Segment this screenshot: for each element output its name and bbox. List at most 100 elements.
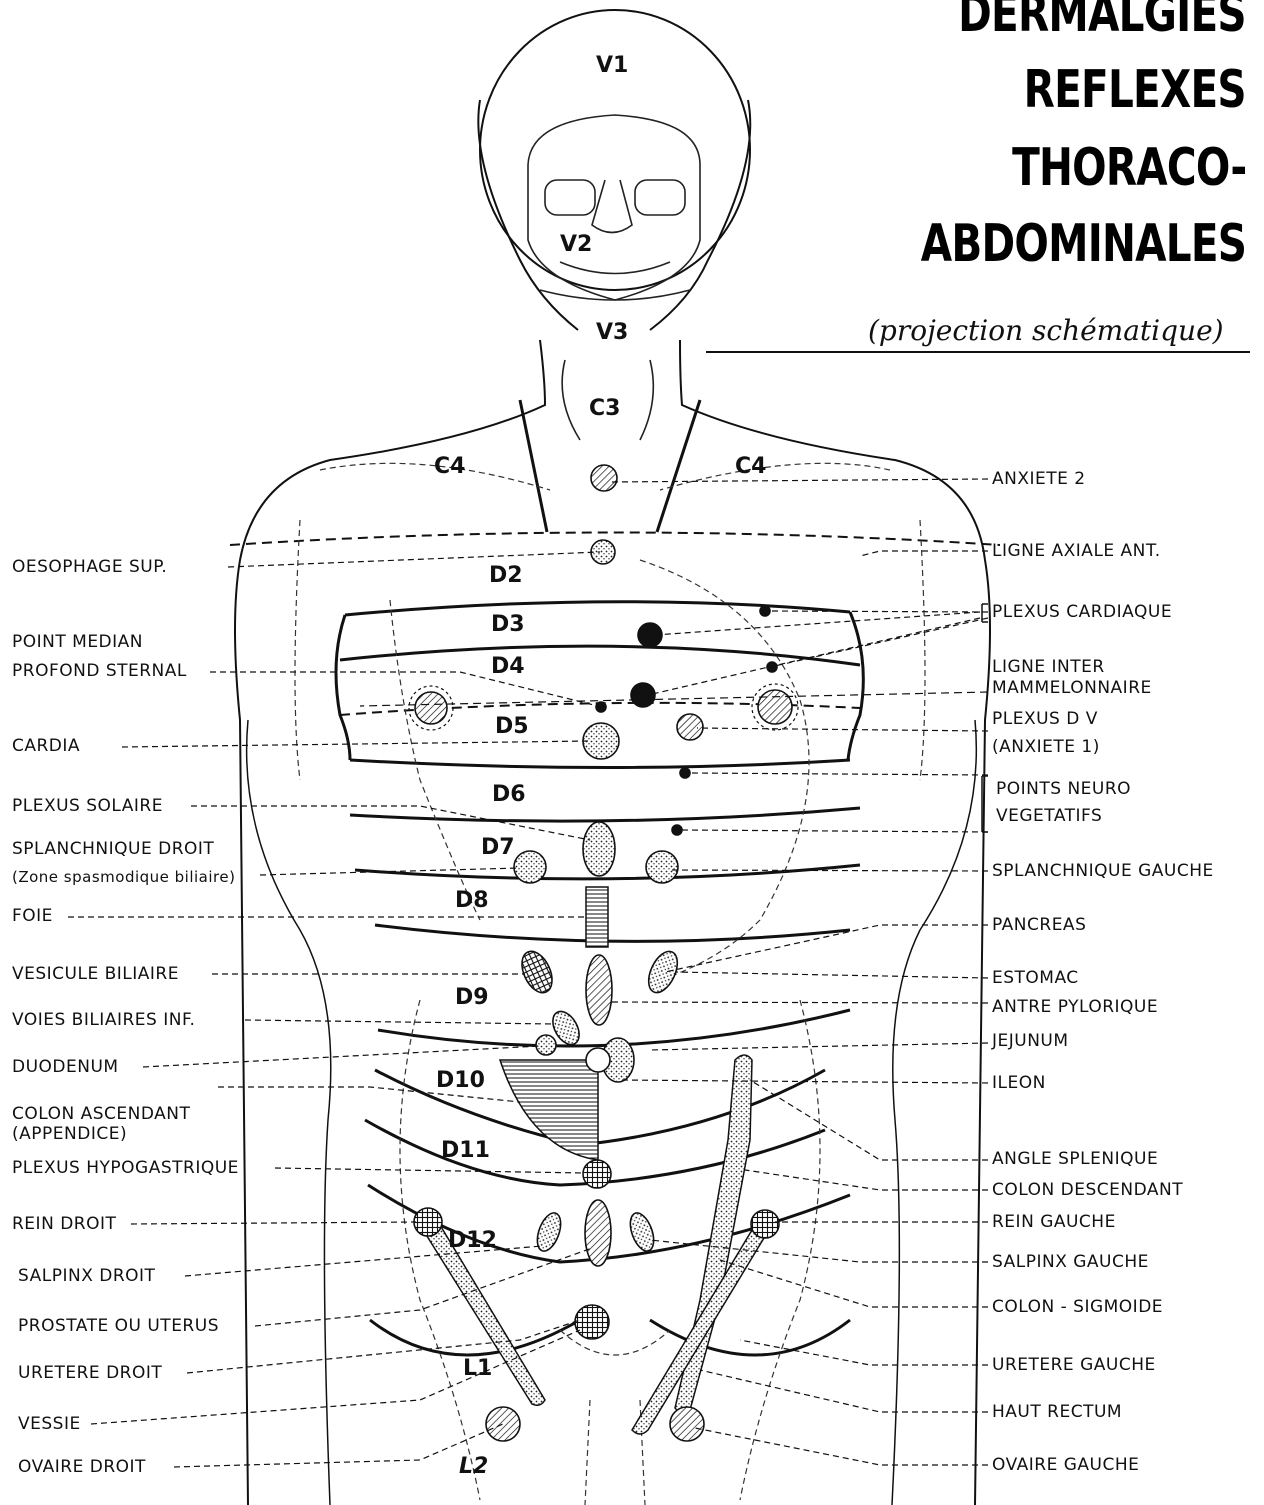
point-anxiete-2 [591,465,617,491]
segment-d2: D2 [489,563,523,588]
segment-c4-right: C4 [735,454,766,479]
segment-c3: C3 [589,396,620,421]
segment-c4-left: C4 [434,454,465,479]
body-outline [235,10,990,1505]
label-splanchnique-droit: SPLANCHNIQUE DROIT [12,839,214,859]
label-foie: FOIE [12,906,53,926]
point-prostate [585,1200,611,1266]
title-line-4: ABDOMINALES [921,216,1246,272]
point-neuro-2 [672,825,682,835]
point-salpinx-droit [533,1210,565,1254]
label-ligne-inter-2: MAMMELONNAIRE [992,678,1152,698]
label-pancreas: PANCREAS [992,915,1086,935]
label-jejunum: JEJUNUM [992,1031,1069,1051]
segment-v2: V2 [560,232,592,257]
label-plexus-cardiaque: PLEXUS CARDIAQUE [992,602,1172,622]
segment-d12: D12 [448,1228,497,1253]
label-point-median-2: PROFOND STERNAL [12,661,187,681]
label-salpinx-gauche: SALPINX GAUCHE [992,1252,1149,1272]
point-ovaire-droit [486,1407,520,1441]
label-duodenum: DUODENUM [12,1057,119,1077]
point-plexus-cardiaque-4 [631,683,655,707]
label-splanchnique-gauche: SPLANCHNIQUE GAUCHE [992,861,1214,881]
point-oesophage-sup [591,540,615,564]
label-ligne-axiale: LIGNE AXIALE ANT. [992,541,1161,561]
skull-sketch [528,115,700,440]
segment-d6: D6 [492,782,526,807]
segment-l2: L2 [459,1454,488,1479]
point-salpinx-gauche [626,1210,658,1254]
label-colon-sigmoide: COLON - SIGMOIDE [992,1297,1163,1317]
segment-v3: V3 [596,320,628,345]
label-anxiete-2: ANXIETE 2 [992,469,1086,489]
label-uretere-droit: URETERE DROIT [18,1363,162,1383]
dermatome-bands [230,533,1000,1356]
label-rein-droit: REIN DROIT [12,1214,116,1234]
label-rein-gauche: REIN GAUCHE [992,1212,1116,1232]
point-plexus-cardiaque-1 [760,606,770,616]
label-plexus-hypogastrique: PLEXUS HYPOGASTRIQUE [12,1158,239,1178]
title-line-1: DERMALGIES [958,0,1246,42]
point-splanchnique-droit [514,851,546,883]
point-ovaire-gauche [670,1407,704,1441]
segment-d3: D3 [491,612,525,637]
mamelon-gauche [758,690,792,724]
segment-d11: D11 [441,1138,490,1163]
point-rein-gauche [751,1210,779,1238]
point-antre-pylorique [586,955,612,1025]
label-ovaire-droit: OVAIRE DROIT [18,1457,146,1477]
segment-d8: D8 [455,888,489,913]
segment-v1: V1 [596,53,628,78]
segment-d10: D10 [436,1068,485,1093]
subtitle: (projection schématique) [868,314,1224,347]
colon-ascendant-zone [500,1060,598,1160]
segment-d7: D7 [481,835,515,860]
point-splanchnique-gauche [646,851,678,883]
title-line-3: THORACO- [1012,140,1246,196]
label-plexus-solaire: PLEXUS SOLAIRE [12,796,163,816]
label-cardia: CARDIA [12,736,80,756]
label-ileon: ILEON [992,1073,1046,1093]
label-colon-descendant: COLON DESCENDANT [992,1180,1183,1200]
point-vesicule-biliaire [516,947,558,998]
point-vessie [575,1305,609,1339]
point-neuro-1 [680,768,690,778]
label-appendice: (APPENDICE) [12,1124,127,1144]
label-antre-pylorique: ANTRE PYLORIQUE [992,997,1158,1017]
label-ovaire-gauche: OVAIRE GAUCHE [992,1455,1139,1475]
label-vessie: VESSIE [18,1414,81,1434]
label-ligne-inter-1: LIGNE INTER [992,657,1105,677]
point-cardia [583,723,619,759]
mamelon-droit [415,692,447,724]
label-points-neuro-1: POINTS NEURO [996,779,1131,799]
label-vesicule-biliaire: VESICULE BILIAIRE [12,964,179,984]
label-colon-ascendant: COLON ASCENDANT [12,1104,190,1124]
point-duodenum [536,1035,556,1055]
label-angle-splenique: ANGLE SPLENIQUE [992,1149,1158,1169]
label-uretere-gauche: URETERE GAUCHE [992,1355,1156,1375]
label-anxiete-1: (ANXIETE 1) [992,737,1100,757]
segment-l1: L1 [463,1356,492,1381]
uretere-gauche-zone [632,1223,770,1434]
point-rein-droit [414,1208,442,1236]
point-median-sternal [596,702,606,712]
label-plexus-dv: PLEXUS D V [992,709,1098,729]
label-oesophage-sup: OESOPHAGE SUP. [12,557,167,577]
point-ileon [586,1048,610,1072]
label-salpinx-droit: SALPINX DROIT [18,1266,155,1286]
label-point-median-1: POINT MEDIAN [12,632,143,652]
segment-d9: D9 [455,985,489,1010]
label-zone-spasmodique: (Zone spasmodique biliaire) [12,867,235,887]
label-points-neuro-2: VEGETATIFS [996,806,1102,826]
foie-zone [586,887,608,947]
label-haut-rectum: HAUT RECTUM [992,1402,1122,1422]
segment-d5: D5 [495,714,529,739]
label-prostate: PROSTATE OU UTERUS [18,1316,219,1336]
point-plexus-solaire [583,822,615,876]
segment-d4: D4 [491,654,525,679]
label-estomac: ESTOMAC [992,968,1079,988]
point-plexus-dv [677,714,703,740]
label-voies-biliaires: VOIES BILIAIRES INF. [12,1010,195,1030]
point-plexus-hypogastrique [583,1160,611,1188]
